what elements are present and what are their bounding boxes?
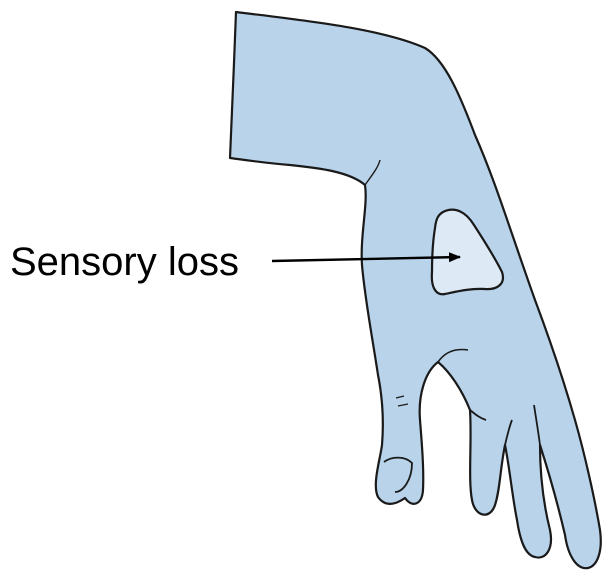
hand-shape <box>230 12 601 568</box>
sensory-loss-label: Sensory loss <box>10 238 239 286</box>
hand-illustration <box>230 12 601 568</box>
